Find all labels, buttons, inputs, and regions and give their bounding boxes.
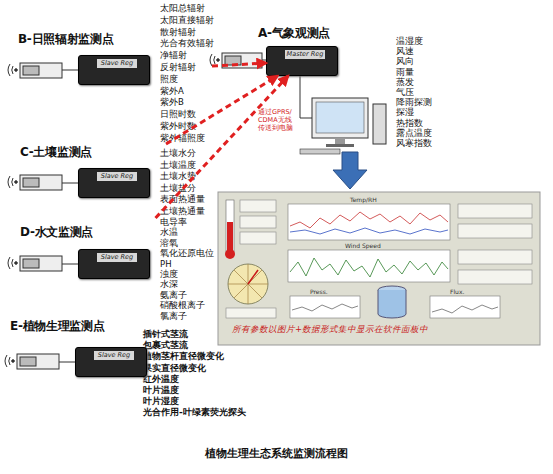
chart-title: Flux. (450, 288, 464, 295)
parameter-list: 土壤水分 土壤温度 土壤水势 土壤盐分 表面热通量 土壤热通量 (160, 148, 280, 217)
computer (300, 98, 386, 154)
station-title: A-气象观测点 (258, 25, 330, 42)
monitoring-station: E-植物生理监测点插针式茎流 包裹式茎流 植物茎杆直径微变化 果实直径微变化 红… (2, 318, 260, 424)
data-logger: Slave Reg (78, 168, 150, 198)
station-title: C-土壤监测点 (20, 144, 92, 161)
software-panel (218, 192, 540, 345)
device-label: Master Reg (285, 50, 325, 59)
monitoring-station: B-日照辐射监测点太阳总辐射 太阳直接辐射 散射辐射 光合有效辐射 净辐射 反射… (2, 2, 212, 142)
device-label: Slave Reg (97, 172, 137, 181)
wireless-link (212, 63, 266, 66)
monitoring-station: D-水文监测点电导率 水温 溶氧 氧化还原电位 PH 浊度 水深 氨离子 硝酸根… (2, 218, 212, 322)
data-logger: Slave Reg (78, 55, 150, 85)
station-title: D-水文监测点 (20, 224, 93, 241)
parameter-list: 电导率 水温 溶氧 氧化还原电位 PH 浊度 水深 氨离子 硝酸根离子 氯离子 (160, 217, 280, 321)
data-logger: Master Reg (266, 46, 338, 76)
transfer-note: 通过GPRS/ CDMA无线 传送到电脑 (258, 108, 310, 132)
data-logger: Slave Reg (78, 249, 150, 279)
device-label: Slave Reg (94, 351, 134, 360)
data-logger: Slave Reg (75, 347, 147, 377)
station-title: E-植物生理监测点 (10, 318, 104, 335)
monitoring-station: C-土壤监测点土壤水分 土壤温度 土壤水势 土壤盐分 表面热通量 土壤热通量Sl… (2, 144, 212, 216)
chart-title: Temp/RH (350, 196, 377, 203)
device-label: Slave Reg (97, 59, 137, 68)
chart-title: Wind Speed (345, 242, 381, 249)
wireless-link (156, 76, 288, 218)
parameter-list: 插针式茎流 包裹式茎流 植物茎杆直径微变化 果实直径微变化 红外温度 叶片温度 … (143, 329, 293, 419)
parameter-list: 温湿度 风速 风向 雨量 蒸发 气压 降雨探测 探湿 热指数 露点温度 风寒指数 (396, 36, 546, 148)
panel-caption: 所有参数以图片+数据形式集中显示在软件面板中 (232, 324, 532, 336)
chart-title: Press. (310, 288, 328, 295)
flow-arrow (333, 152, 367, 189)
figure-caption: 植物生理生态系统监测流程图 (0, 446, 553, 461)
station-title: B-日照辐射监测点 (18, 31, 113, 48)
device-label: Slave Reg (97, 253, 137, 262)
